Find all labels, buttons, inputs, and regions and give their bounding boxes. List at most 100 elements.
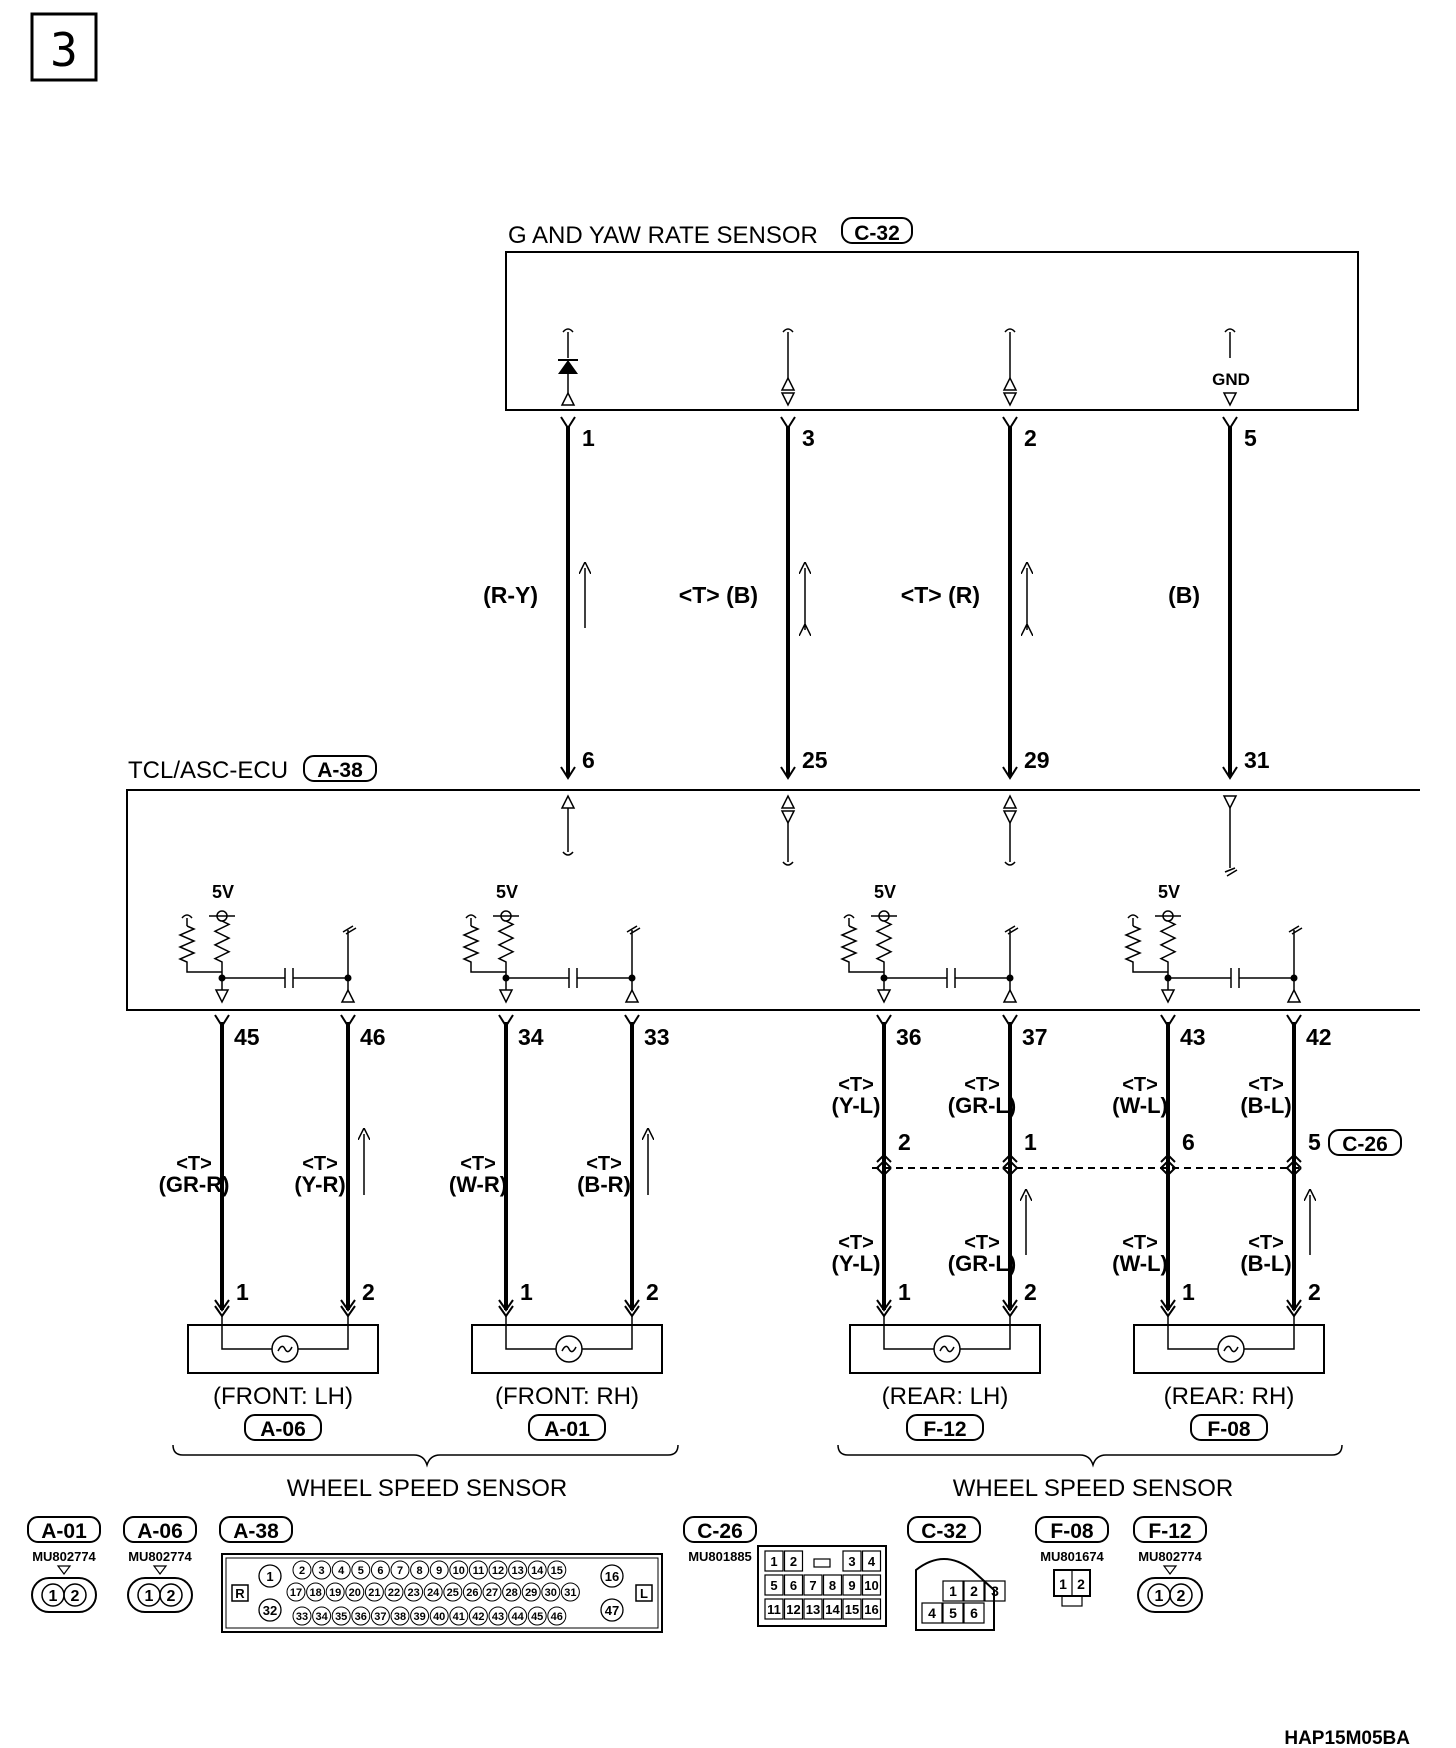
- ecu-connector: A-38: [317, 759, 363, 782]
- connector-id: A-38: [233, 1520, 279, 1543]
- input-triangle: [340, 988, 356, 1003]
- c32-pin-label: 4: [928, 1605, 936, 1621]
- pin-mark: [780, 416, 796, 430]
- pin-2: [1169, 1583, 1193, 1607]
- junction-pin-number: 6: [1182, 1129, 1195, 1155]
- a38-pin: [351, 1560, 371, 1580]
- part-number: MU801674: [1040, 1549, 1104, 1564]
- a38-pin: [488, 1560, 508, 1580]
- shield-tag: <T>: [1122, 1074, 1158, 1096]
- connector-badge: [27, 1516, 101, 1543]
- wire-color: (GR-L): [948, 1251, 1016, 1276]
- bias-resistor: [462, 925, 506, 973]
- document-code: HAP15M05BA: [1284, 1728, 1410, 1748]
- lower-wire-7: 422<T>(B-L)<T>(B-L)5: [1240, 1014, 1332, 1318]
- a38-pin-label: 25: [447, 1587, 459, 1599]
- a38-pin-label: 32: [263, 1603, 277, 1618]
- a38-pin-label: 8: [417, 1565, 423, 1577]
- connector-id: C-26: [697, 1520, 743, 1543]
- a38-pin: [443, 1582, 463, 1602]
- input-triangle: [560, 391, 576, 406]
- a38-pin-label: 46: [551, 1611, 563, 1623]
- a38-pin: [462, 1582, 482, 1602]
- supply-label: 5V: [212, 882, 234, 902]
- ecu-io-down: [780, 810, 796, 825]
- a38-pin: [468, 1560, 488, 1580]
- a38-pin: [527, 1606, 547, 1626]
- c32-pin-label: 3: [991, 1583, 999, 1599]
- sensor-connector: A-01: [544, 1418, 590, 1441]
- a38-pin-label: 45: [531, 1611, 543, 1623]
- internal-lead: [1127, 914, 1139, 926]
- a38-pin: [384, 1582, 404, 1602]
- a38-housing: [221, 1553, 663, 1633]
- a38-pin-label: 41: [453, 1611, 465, 1623]
- lower-wire-6: 431<T>(W-L)<T>(W-L)6: [1112, 1014, 1206, 1318]
- bias-resistor: [1124, 925, 1168, 973]
- c26-pin-label: 16: [864, 1602, 878, 1617]
- internal-lead: [1004, 328, 1016, 358]
- ecu-sensor-circuit-3: 5V: [1124, 882, 1303, 1004]
- ecu-box: [126, 789, 1420, 1011]
- pin-label: 2: [167, 1588, 176, 1605]
- a38-pin-label: 30: [545, 1587, 557, 1599]
- connector-housing: [127, 1577, 193, 1613]
- connector-id: F-12: [1148, 1520, 1191, 1543]
- c26-cavity: [783, 1598, 804, 1620]
- a38-pin-label: 21: [368, 1587, 380, 1599]
- a38-pin-label: 15: [551, 1565, 563, 1577]
- a38-pin: [449, 1560, 469, 1580]
- rear-group-brace: [837, 1444, 1343, 1468]
- a38-pin-label: 3: [319, 1565, 325, 1577]
- c26-pin-label: 6: [790, 1578, 797, 1593]
- output-triangle: [214, 989, 230, 1004]
- connector-badge: [1133, 1516, 1207, 1543]
- a38-pin-label: 11: [473, 1565, 485, 1577]
- internal-lead: [843, 914, 855, 926]
- a38-pin-label: 1: [266, 1569, 273, 1584]
- g-sensor-connector: C-32: [854, 222, 900, 245]
- ecu-pin-number: 33: [644, 1024, 670, 1050]
- supply-label: 5V: [874, 882, 896, 902]
- gnd-triangle: [1222, 392, 1238, 407]
- ecu-input-triangle: [560, 794, 576, 809]
- c26-cavity: [861, 1598, 882, 1620]
- a38-pin: [527, 1560, 547, 1580]
- a38-pin: [423, 1582, 443, 1602]
- a38-pin: [312, 1606, 332, 1626]
- c26-pin-label: 11: [767, 1602, 781, 1617]
- pin-2: [63, 1583, 87, 1607]
- pin-mark: [1222, 416, 1238, 430]
- a38-pin: [286, 1582, 306, 1602]
- a38-pin: [404, 1582, 424, 1602]
- a38-pin: [547, 1606, 567, 1626]
- a38-pin-label: 20: [349, 1587, 361, 1599]
- connector-badge: [303, 755, 377, 782]
- ecu-sensor-circuit-1: 5V: [462, 882, 641, 1004]
- connector-housing: [1137, 1577, 1203, 1613]
- a38-pin: [370, 1560, 390, 1580]
- sensor-connector: F-08: [1207, 1418, 1251, 1441]
- connector-badge: [123, 1516, 197, 1543]
- shield-tag: <T>: [1248, 1232, 1284, 1254]
- wire-color: (GR-L): [948, 1093, 1016, 1118]
- c26-pin-label: 9: [848, 1578, 855, 1593]
- a38-pin-label: 22: [388, 1587, 400, 1599]
- pin-label: 1: [145, 1588, 154, 1605]
- wire-color: (W-L): [1112, 1251, 1168, 1276]
- a38-pin: [468, 1606, 488, 1626]
- pin-mark: [1002, 1014, 1018, 1028]
- ecu-ground-lead: [1224, 808, 1238, 877]
- internal-lead: [1224, 328, 1236, 358]
- ecu-lead: [1004, 823, 1016, 866]
- ecu-sensor-circuit-2: 5V: [840, 882, 1019, 1004]
- io-triangle-down: [780, 392, 796, 407]
- key-triangle: [56, 1565, 72, 1575]
- pin-mark: [780, 766, 796, 780]
- c26-cavity: [783, 1550, 804, 1572]
- c26-pin-label: 7: [809, 1578, 816, 1593]
- ecu-output-triangle: [1222, 795, 1238, 810]
- internal-lead: [181, 914, 193, 926]
